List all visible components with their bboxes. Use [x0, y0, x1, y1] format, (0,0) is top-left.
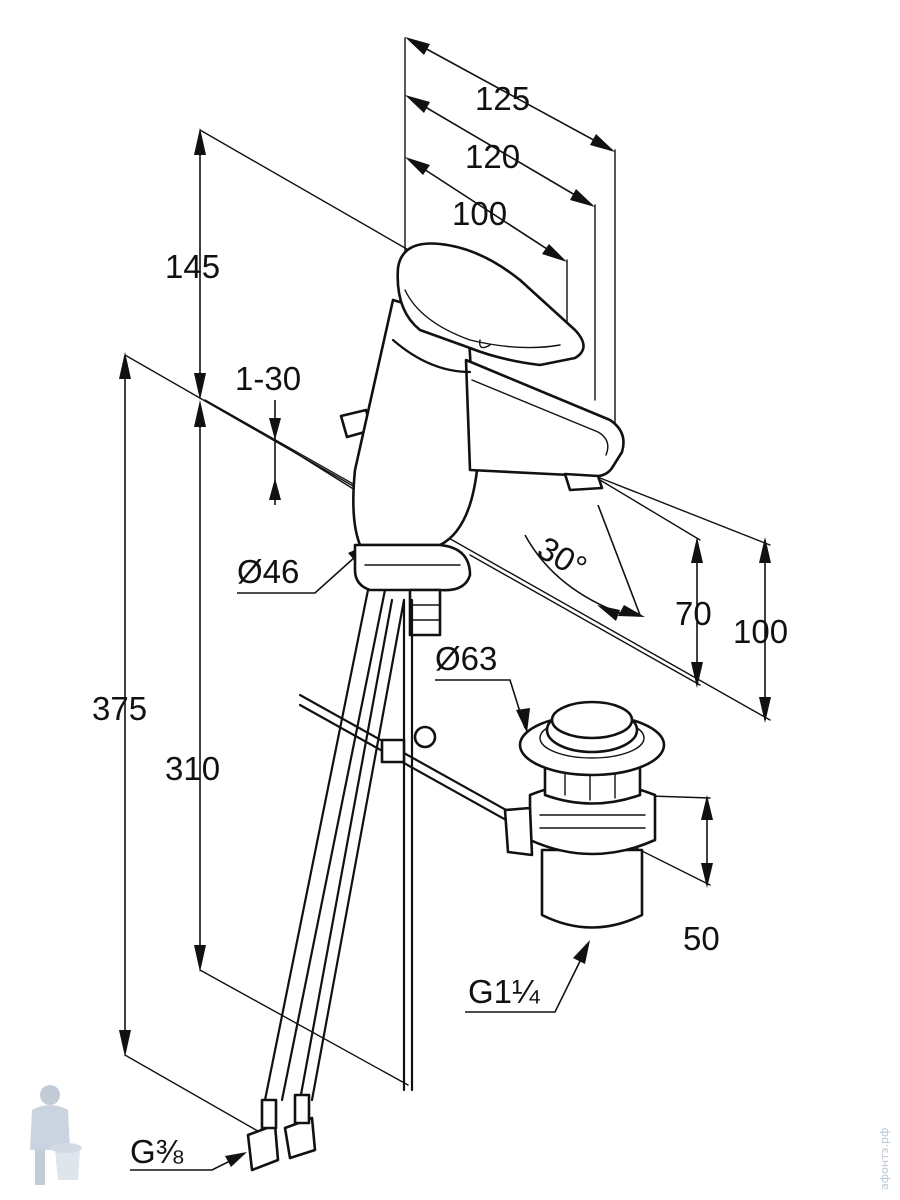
extension-lines: [124, 37, 771, 1139]
dimension-labels: 125 120 100 145 1-30 Ø46 30° 70 100 Ø63 …: [92, 80, 788, 1170]
plumber-mascot-icon: [30, 1085, 82, 1185]
dimension-arrows: [119, 37, 771, 1171]
dim-30deg-label: 30°: [532, 529, 594, 586]
dim-50-label: 50: [683, 920, 720, 957]
dim-100-top-label: 100: [452, 195, 507, 232]
thread-g114-label: G1¼: [468, 973, 540, 1010]
dim-375-label: 375: [92, 690, 147, 727]
dim-70-label: 70: [675, 595, 712, 632]
faucet-body: [339, 242, 625, 637]
dim-d46-label: Ø46: [237, 553, 299, 590]
popup-rod: [298, 693, 517, 827]
watermark-text: афонтэ.рф: [878, 1128, 891, 1190]
thread-g38-label: G⅜: [130, 1133, 184, 1170]
dim-310-label: 310: [165, 750, 220, 787]
dim-125-label: 125: [475, 80, 530, 117]
supply-hoses: [246, 588, 414, 1172]
drain-valve: [503, 700, 666, 929]
dim-1-30-label: 1-30: [235, 360, 301, 397]
dim-145-label: 145: [165, 248, 220, 285]
dim-100-right-label: 100: [733, 613, 788, 650]
dim-d63-label: Ø63: [435, 640, 497, 677]
dim-120-label: 120: [465, 138, 520, 175]
